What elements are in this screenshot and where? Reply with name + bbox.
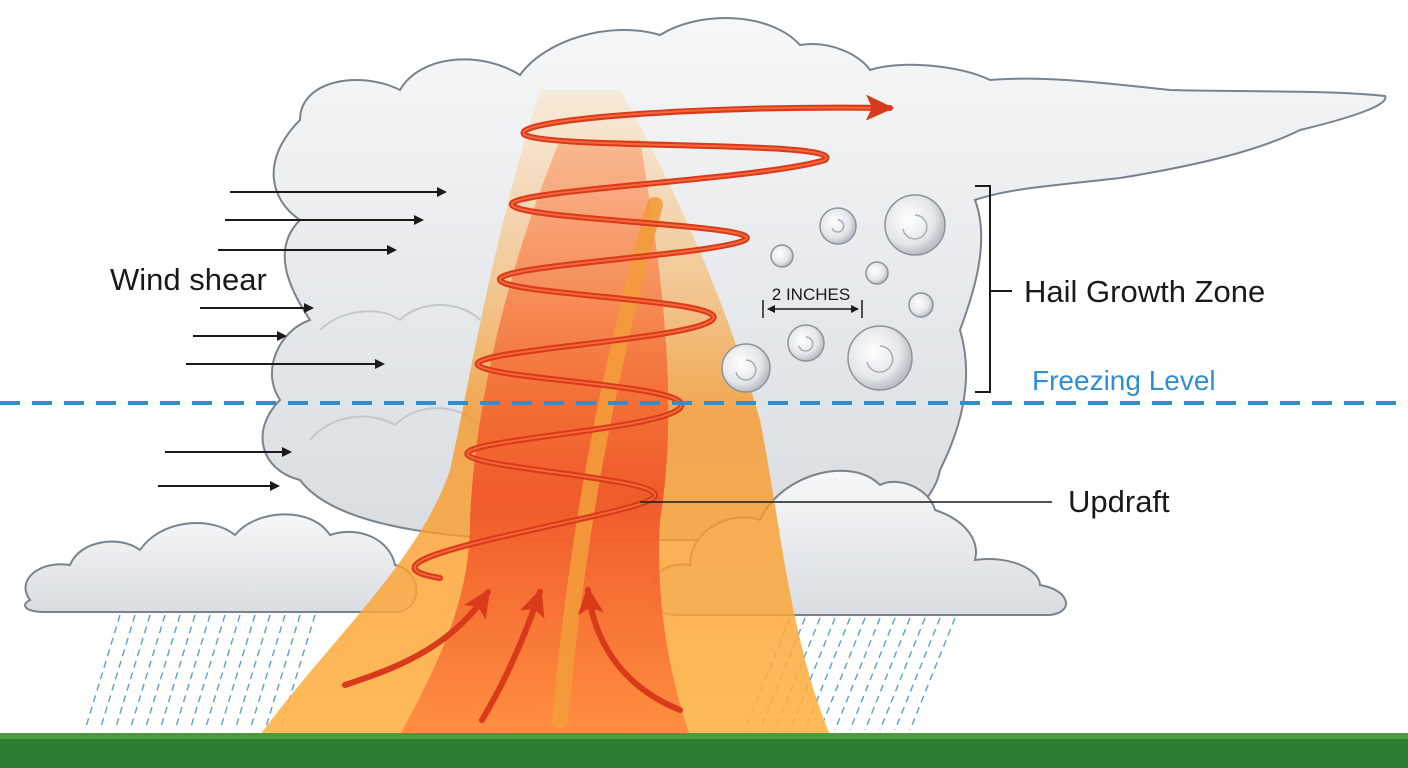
hailstone bbox=[721, 343, 771, 393]
wind-shear-arrows bbox=[158, 187, 447, 491]
hailstone bbox=[770, 244, 794, 268]
hail-size-dimension: 2 INCHES bbox=[762, 285, 863, 318]
hailstone bbox=[908, 292, 934, 318]
freezing-level-label: Freezing Level bbox=[1032, 365, 1216, 396]
left-rain-shaft bbox=[84, 614, 316, 731]
inflow-arrows bbox=[342, 586, 683, 723]
hailstone bbox=[847, 325, 913, 391]
hail-size-label: 2 INCHES bbox=[772, 285, 850, 304]
hail-growth-bracket bbox=[975, 185, 1012, 393]
hailstone bbox=[865, 261, 889, 285]
hail-growth-zone-label: Hail Growth Zone bbox=[1024, 274, 1265, 309]
updraft-label: Updraft bbox=[1068, 484, 1170, 519]
wind-shear-label: Wind shear bbox=[110, 262, 267, 297]
hailstones bbox=[721, 194, 946, 393]
left-low-cloud bbox=[24, 513, 418, 613]
rotation-spiral bbox=[411, 94, 894, 581]
hailstone bbox=[884, 194, 946, 256]
hailstone bbox=[819, 207, 857, 245]
hailstone bbox=[787, 324, 825, 362]
